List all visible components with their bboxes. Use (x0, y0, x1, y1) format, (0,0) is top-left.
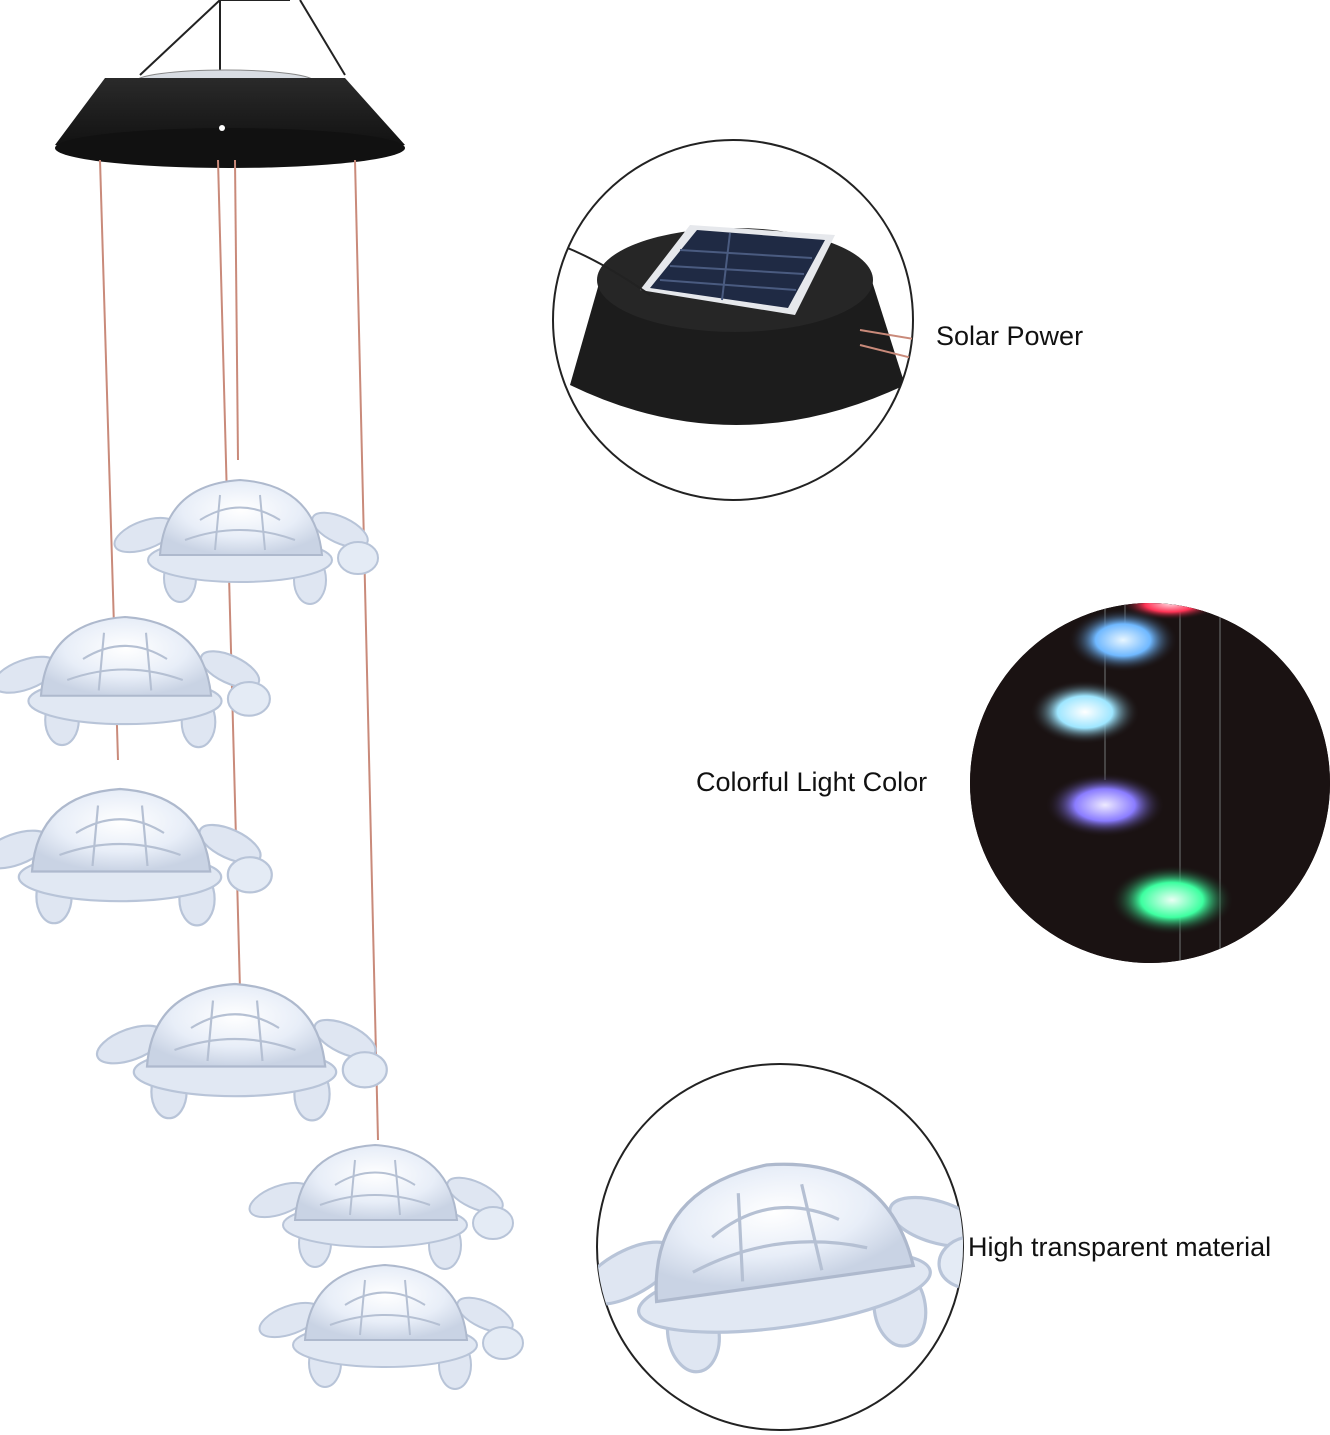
colorful-led-icon (970, 603, 1330, 963)
colorful-light-label: Colorful Light Color (696, 767, 928, 797)
turtle-pendant-3 (0, 787, 273, 927)
solar-panel-icon (552, 139, 914, 501)
clear-turtle-icon (596, 1063, 964, 1431)
solar-power-label: Solar Power (936, 321, 1084, 351)
turtle-pendant-1 (109, 479, 380, 605)
turtle-pendant-5 (244, 1144, 515, 1270)
transparent-material-label: High transparent material (968, 1232, 1272, 1262)
turtle-pendant-4 (91, 982, 388, 1122)
turtle-pendant-2 (0, 615, 271, 749)
solar-housing (55, 69, 405, 168)
turtle-pendant-6 (254, 1264, 525, 1390)
